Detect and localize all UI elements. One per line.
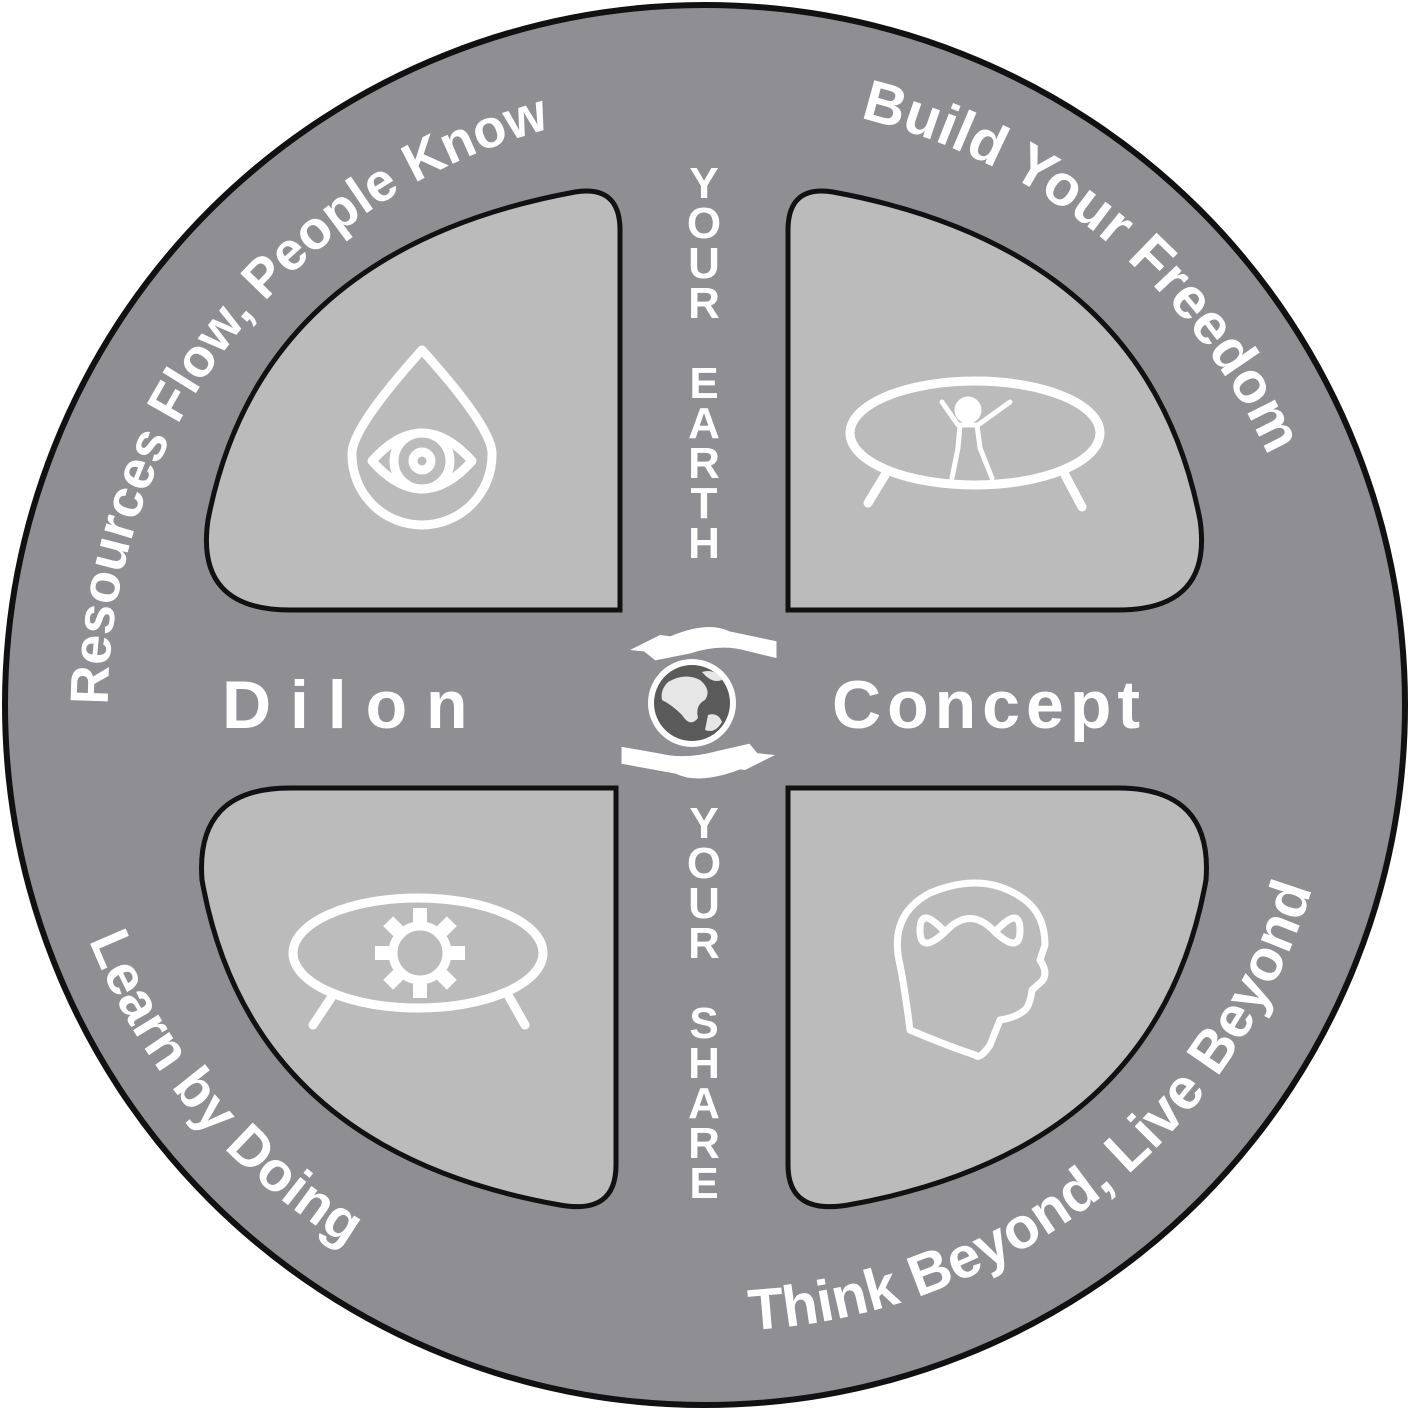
vertical-letter: R: [688, 439, 720, 488]
vertical-letter: R: [688, 279, 720, 328]
gear-tooth: [383, 916, 404, 937]
vertical-letter: T: [691, 479, 718, 528]
vertical-letter: A: [688, 1079, 720, 1128]
vertical-letter: U: [688, 239, 720, 288]
quadrant-bottom-right: [785, 785, 1209, 1210]
gear-tooth: [451, 946, 465, 960]
center-word-right: Concept: [832, 667, 1146, 743]
quadrant-bottom-left: [199, 785, 619, 1210]
vertical-letter: R: [688, 919, 720, 968]
vertical-letter: O: [687, 199, 721, 248]
gear-tooth: [436, 916, 457, 937]
gear-tooth: [413, 984, 427, 998]
vertical-letter: E: [689, 1159, 718, 1208]
quadrant-top-right: [785, 188, 1204, 613]
vertical-letter: Y: [689, 799, 718, 848]
head-infinity-icon: [893, 879, 1049, 1060]
vertical-letter: H: [688, 519, 720, 568]
vertical-letter: E: [689, 359, 718, 408]
vertical-letter: S: [689, 999, 718, 1048]
vertical-letter: R: [688, 1119, 720, 1168]
trampoline-person-icon: [845, 376, 1105, 512]
gear-tooth: [383, 969, 404, 990]
vertical-letter: H: [688, 1039, 720, 1088]
gear-tooth: [375, 946, 389, 960]
table-gear-icon: [288, 893, 548, 1030]
quadrant-top-left: [204, 188, 623, 613]
vertical-letter: A: [688, 399, 720, 448]
vertical-letter: O: [687, 839, 721, 888]
vertical-letter: U: [688, 879, 720, 928]
center-word-left: D i l o n: [222, 667, 468, 743]
hands-globe-icon: [618, 624, 780, 782]
vertical-letter: Y: [689, 159, 718, 208]
drop-eye-icon: [347, 345, 497, 530]
gear-tooth: [413, 908, 427, 922]
gear-tooth: [436, 969, 457, 990]
